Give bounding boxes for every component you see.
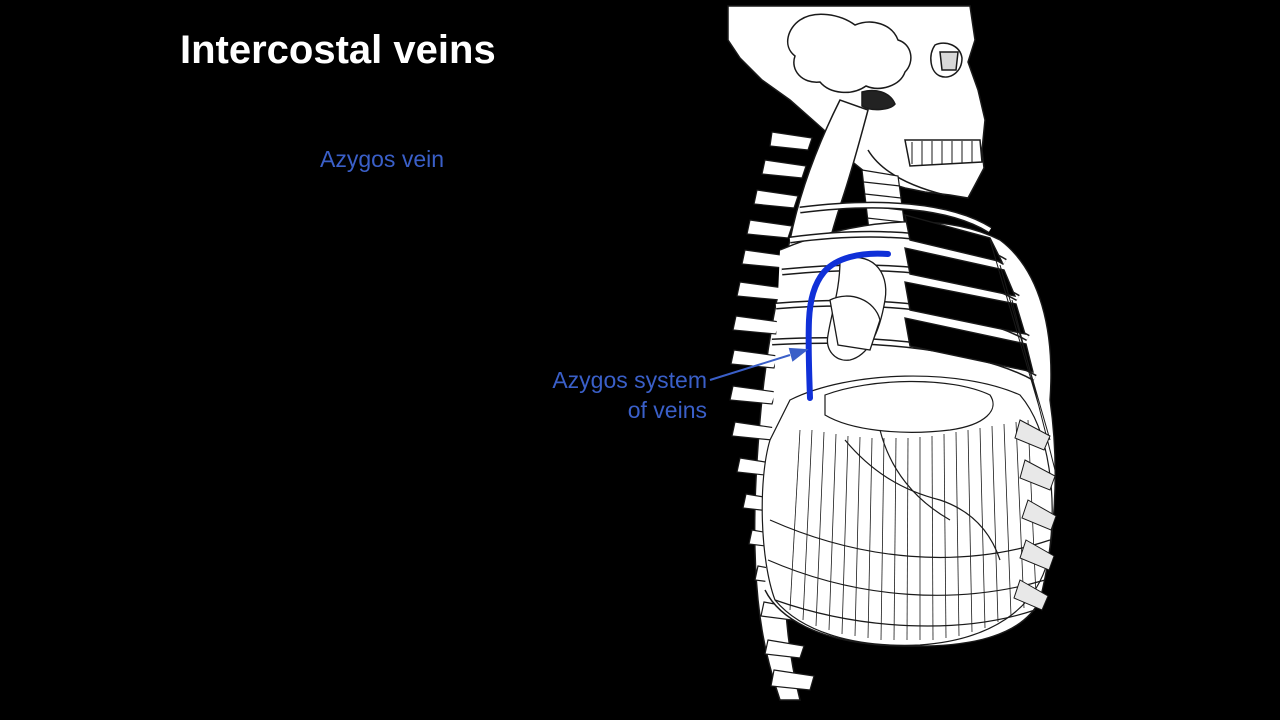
- diaphragm-lower-thorax: [762, 376, 1052, 645]
